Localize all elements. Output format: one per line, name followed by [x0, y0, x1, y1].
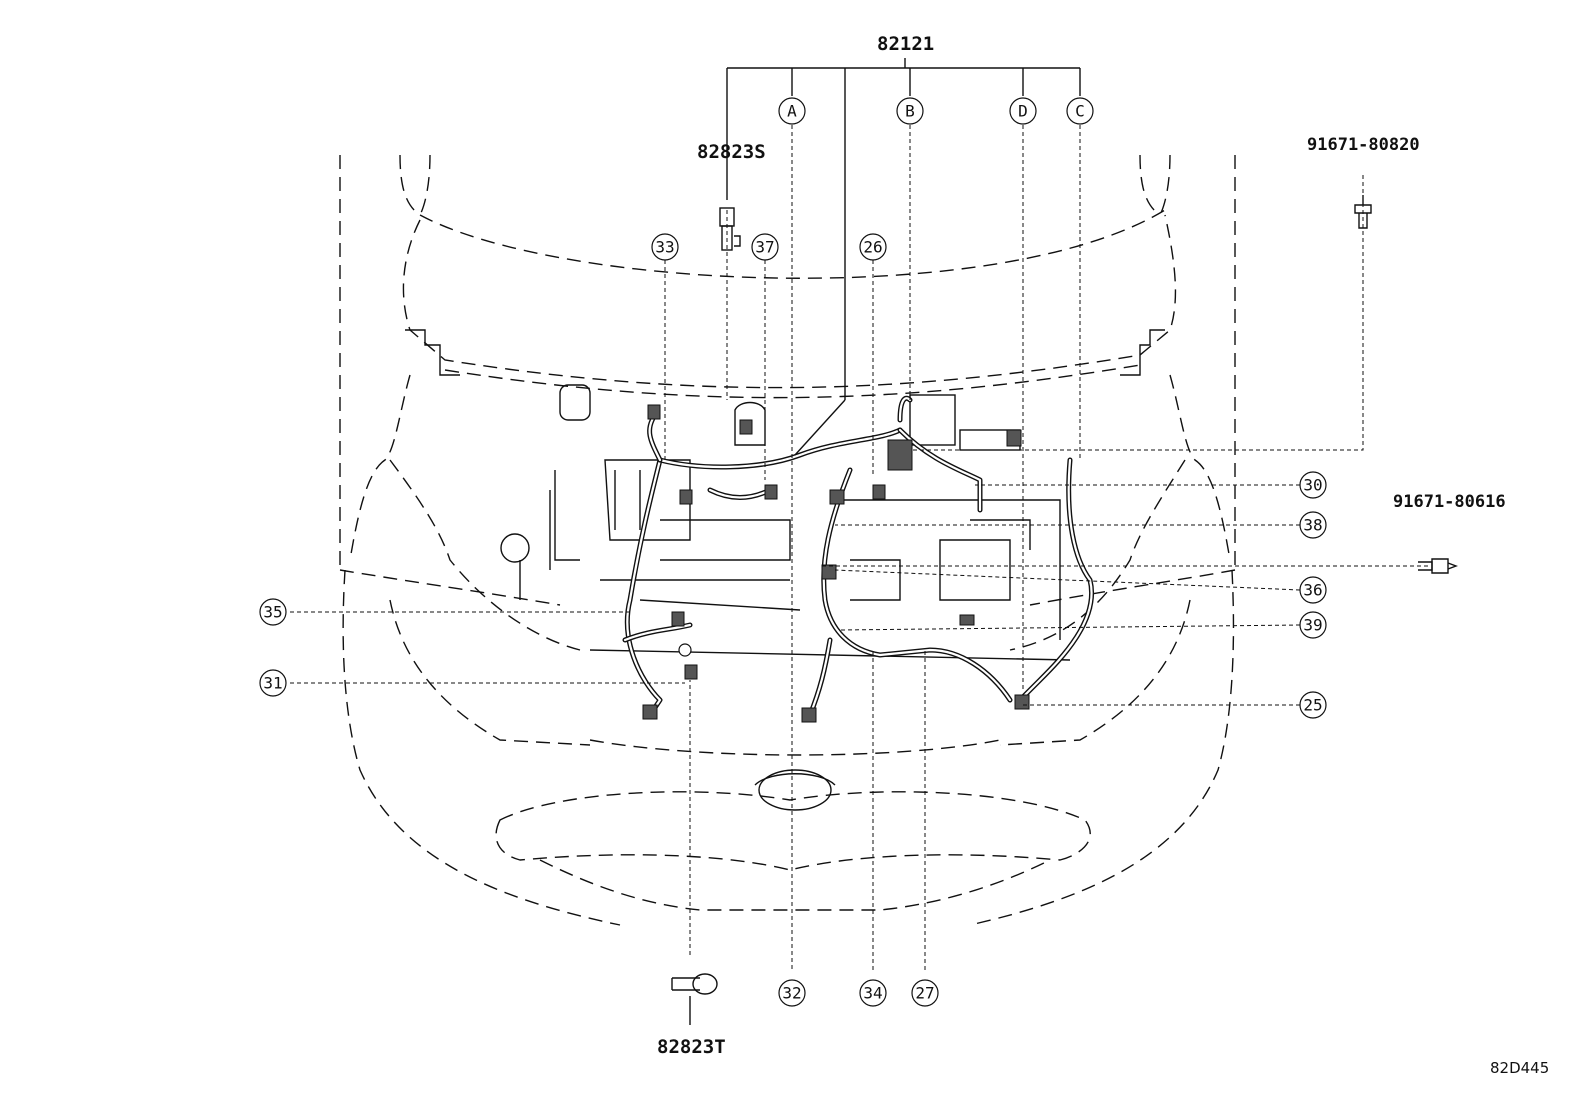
svg-text:25: 25 [1303, 696, 1322, 715]
part-82823t: 82823T [657, 1036, 726, 1058]
part-number-labels: 82121 82823S 82823T 91671-80820 91671-80… [657, 33, 1506, 1058]
svg-text:B: B [905, 102, 915, 121]
svg-text:32: 32 [782, 984, 801, 1003]
svg-text:38: 38 [1303, 516, 1322, 535]
vehicle-outline [339, 154, 1236, 926]
svg-text:31: 31 [263, 674, 282, 693]
callout-36: 36 [1299, 576, 1327, 604]
part-82823s: 82823S [697, 141, 766, 163]
callout-32: 32 [778, 979, 806, 1007]
svg-text:37: 37 [755, 238, 774, 257]
grommet-82823t-icon [671, 973, 718, 1025]
callout-31: 31 [259, 669, 287, 697]
part-82121: 82121 [877, 33, 934, 55]
callout-38: 38 [1299, 511, 1327, 539]
main-harness-bracket [726, 58, 1081, 456]
part-91671-80616: 91671-80616 [1393, 492, 1506, 512]
callout-37: 37 [751, 233, 779, 261]
numbered-callouts: 33 37 26 30 38 36 39 25 35 31 32 34 27 [259, 233, 1327, 1007]
part-icons [671, 195, 1458, 1025]
callout-35: 35 [259, 598, 287, 626]
svg-text:C: C [1075, 102, 1085, 121]
svg-text:30: 30 [1303, 476, 1322, 495]
drawing-code: 82D445 [1490, 1059, 1549, 1077]
branch-letter-circles: A B D C [778, 97, 1094, 125]
part-91671-80820: 91671-80820 [1307, 135, 1420, 155]
svg-text:D: D [1018, 102, 1028, 121]
harness-connectors [642, 404, 1030, 723]
callout-30: 30 [1299, 471, 1327, 499]
callout-26: 26 [859, 233, 887, 261]
svg-text:27: 27 [915, 984, 934, 1003]
callout-39: 39 [1299, 611, 1327, 639]
svg-text:A: A [787, 102, 797, 121]
branch-a: A [778, 97, 806, 125]
svg-text:33: 33 [655, 238, 674, 257]
branch-b: B [896, 97, 924, 125]
bolt-upper-icon [1354, 195, 1372, 229]
callout-27: 27 [911, 979, 939, 1007]
bolt-right-icon [1418, 558, 1458, 574]
callout-leaders [290, 175, 1428, 970]
callout-33: 33 [651, 233, 679, 261]
svg-text:39: 39 [1303, 616, 1322, 635]
callout-25: 25 [1299, 691, 1327, 719]
branch-d: D [1009, 97, 1037, 125]
svg-text:34: 34 [863, 984, 882, 1003]
clip-82823s-icon [719, 207, 741, 251]
engine-compartment [500, 384, 1071, 661]
branch-c: C [1066, 97, 1094, 125]
svg-text:35: 35 [263, 603, 282, 622]
svg-text:36: 36 [1303, 581, 1322, 600]
svg-text:26: 26 [863, 238, 882, 257]
branch-leaders [791, 125, 1081, 970]
callout-34: 34 [859, 979, 887, 1007]
